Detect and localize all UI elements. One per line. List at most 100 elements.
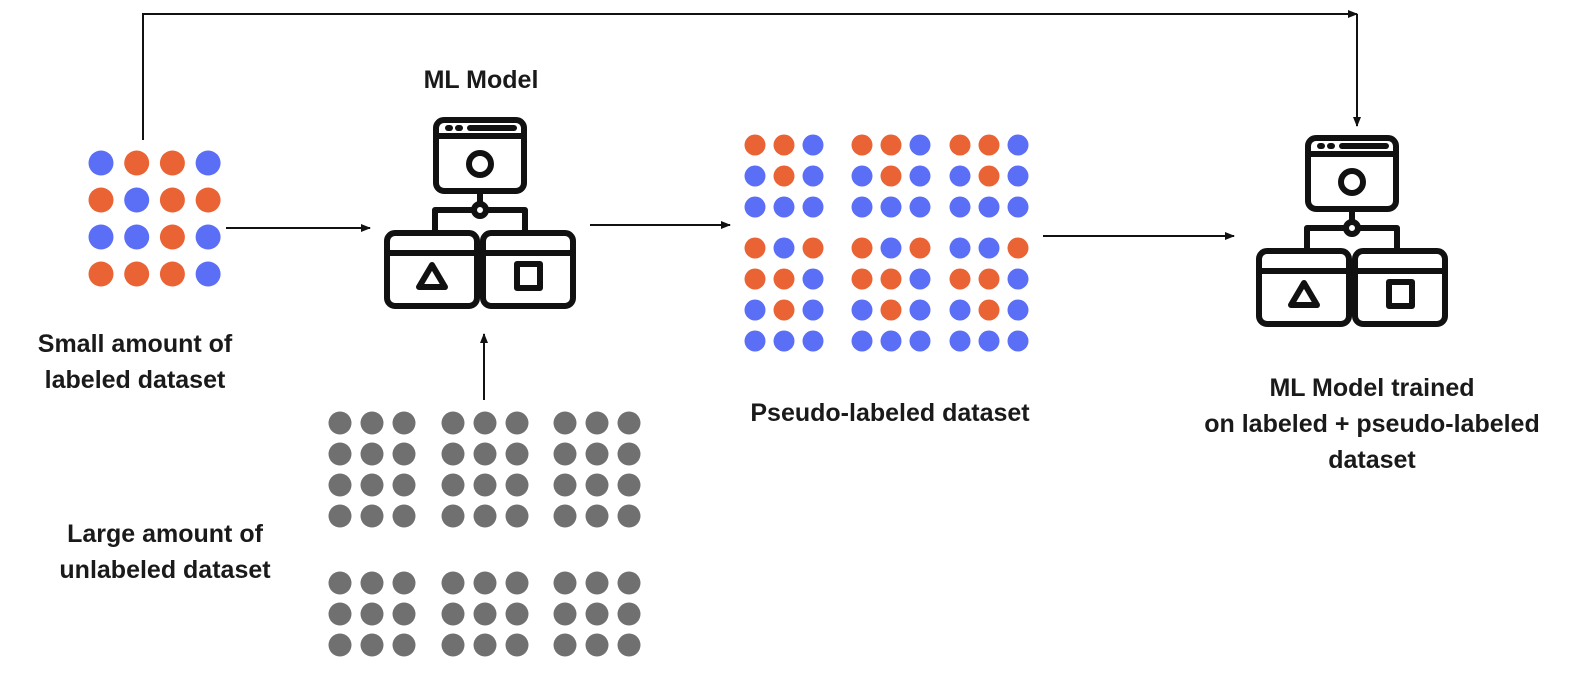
pseudo-labeled-data-point xyxy=(949,330,971,352)
unlabeled-data-point xyxy=(360,602,384,626)
pseudo-labeled-data-point xyxy=(978,196,1000,218)
pseudo-labeled-data-point xyxy=(744,196,766,218)
unlabeled-data-point xyxy=(505,571,529,595)
unlabeled-data-point xyxy=(505,633,529,657)
unlabeled-data-point xyxy=(360,571,384,595)
small-labeled-label-line-2: labeled dataset xyxy=(44,366,226,394)
labeled-data-point xyxy=(195,224,221,250)
pseudo-labeled-data-point xyxy=(1007,134,1029,156)
unlabeled-data-point xyxy=(441,571,465,595)
pseudo-labeled-data-point xyxy=(1007,330,1029,352)
pseudo-labeled-data-point xyxy=(851,330,873,352)
pseudo-labeled-data-point xyxy=(773,237,795,259)
pseudo-labeled-data-point xyxy=(773,196,795,218)
pseudo-labeled-dataset-label: Pseudo-labeled dataset xyxy=(700,395,1080,431)
labeled-data-point xyxy=(159,261,185,287)
unlabeled-data-point xyxy=(473,633,497,657)
unlabeled-data-point xyxy=(617,571,641,595)
pseudo-labeled-data-point xyxy=(851,237,873,259)
unlabeled-data-point xyxy=(441,411,465,435)
pseudo-labeled-data-point xyxy=(880,196,902,218)
ml-model-label-text: ML Model xyxy=(423,66,539,94)
unlabeled-data-point xyxy=(585,411,609,435)
unlabeled-data-point xyxy=(392,602,416,626)
pseudo-labeled-data-point xyxy=(744,330,766,352)
unlabeled-data-point xyxy=(360,504,384,528)
labeled-data-point xyxy=(159,187,185,213)
pseudo-labeled-data-point xyxy=(802,330,824,352)
unlabeled-data-point xyxy=(617,504,641,528)
unlabeled-data-point xyxy=(328,633,352,657)
unlabeled-data-point xyxy=(585,473,609,497)
pseudo-labeled-data-point xyxy=(851,299,873,321)
pseudo-labeled-data-point xyxy=(880,268,902,290)
unlabeled-data-point xyxy=(553,633,577,657)
unlabeled-data-point xyxy=(441,602,465,626)
pseudo-labeled-data-point xyxy=(909,299,931,321)
labeled-data-point xyxy=(124,187,150,213)
skip-connection-arrow xyxy=(142,10,1358,140)
unlabeled-data-point xyxy=(392,504,416,528)
unlabeled-data-point xyxy=(360,633,384,657)
unlabeled-data-point xyxy=(328,571,352,595)
pseudo-labeled-data-point xyxy=(978,268,1000,290)
unlabeled-data-point xyxy=(392,411,416,435)
unlabeled-data-point xyxy=(505,442,529,466)
large-unlabeled-dataset-label: Large amount of unlabeled dataset xyxy=(20,516,310,588)
unlabeled-data-point xyxy=(441,473,465,497)
labeled-data-point xyxy=(124,150,150,176)
pseudo-labeled-data-point xyxy=(909,330,931,352)
unlabeled-data-point xyxy=(585,633,609,657)
unlabeled-data-point xyxy=(553,504,577,528)
pseudo-labeled-data-point xyxy=(744,165,766,187)
trained-model-label-line-1: ML Model trained xyxy=(1269,374,1475,402)
unlabeled-data-point xyxy=(553,473,577,497)
unlabeled-data-point xyxy=(585,504,609,528)
labeled-data-point xyxy=(88,187,114,213)
large-unlabeled-label-line-2: unlabeled dataset xyxy=(59,556,271,584)
pseudo-labeled-data-point xyxy=(880,134,902,156)
unlabeled-dataset-dots xyxy=(328,411,641,657)
unlabeled-data-point xyxy=(473,411,497,435)
unlabeled-data-point xyxy=(553,602,577,626)
labeled-data-point xyxy=(195,187,221,213)
pseudo-labeled-data-point xyxy=(880,299,902,321)
ml-model-icon xyxy=(384,117,576,309)
pseudo-labeled-data-point xyxy=(802,237,824,259)
unlabeled-data-point xyxy=(585,442,609,466)
unlabeled-data-point xyxy=(392,473,416,497)
unlabeled-data-point xyxy=(360,411,384,435)
pseudo-labeled-data-point xyxy=(744,237,766,259)
unlabeled-data-point xyxy=(505,411,529,435)
pseudo-labeled-data-point xyxy=(744,134,766,156)
small-labeled-dataset-label: Small amount of labeled dataset xyxy=(0,326,270,398)
pseudo-labeled-data-point xyxy=(978,330,1000,352)
unlabeled-data-point xyxy=(441,442,465,466)
trained-model-label-line-2: on labeled + pseudo-labeled xyxy=(1204,410,1540,438)
pseudo-labeled-data-point xyxy=(851,196,873,218)
unlabeled-data-point xyxy=(392,571,416,595)
unlabeled-data-point xyxy=(617,411,641,435)
unlabeled-data-point xyxy=(360,473,384,497)
pseudo-labeled-data-point xyxy=(949,268,971,290)
pseudo-labeled-data-point xyxy=(851,134,873,156)
unlabeled-data-point xyxy=(328,411,352,435)
unlabeled-data-point xyxy=(505,602,529,626)
pseudo-labeled-data-point xyxy=(978,299,1000,321)
pseudo-labeled-data-point xyxy=(978,165,1000,187)
unlabeled-data-point xyxy=(473,504,497,528)
unlabeled-data-point xyxy=(473,473,497,497)
pseudo-labeled-data-point xyxy=(744,299,766,321)
trained-ml-model-icon xyxy=(1256,135,1448,327)
labeled-data-point xyxy=(159,224,185,250)
pseudo-labeled-data-point xyxy=(909,268,931,290)
ml-model-label: ML Model xyxy=(381,62,581,98)
pseudo-labeled-data-point xyxy=(909,237,931,259)
unlabeled-data-point xyxy=(617,602,641,626)
pseudo-labeled-data-point xyxy=(1007,237,1029,259)
labeled-data-point xyxy=(88,150,114,176)
pseudo-labeled-data-point xyxy=(978,134,1000,156)
unlabeled-data-point xyxy=(473,442,497,466)
trained-model-label-line-3: dataset xyxy=(1328,446,1416,474)
